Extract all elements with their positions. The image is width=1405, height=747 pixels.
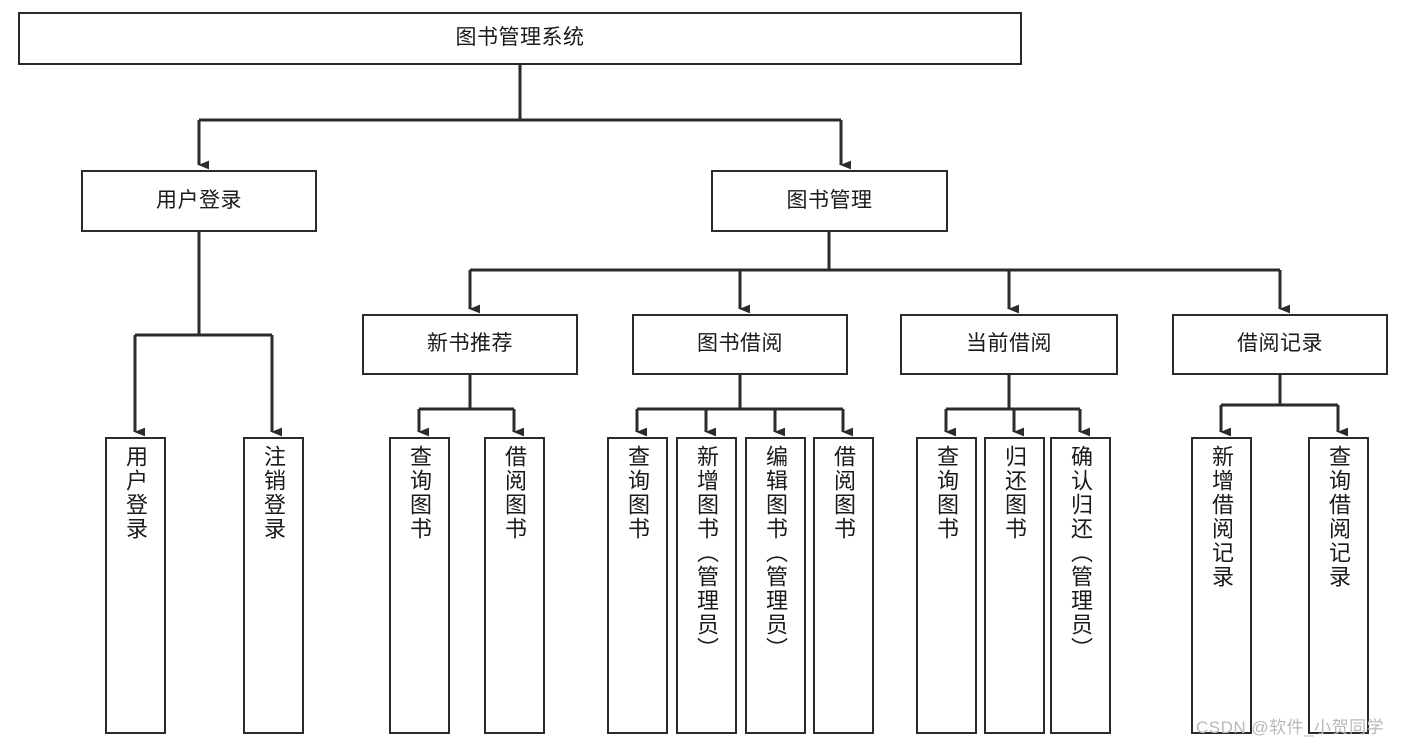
node-leaf-query-book-cur[interactable]: 查询图书 — [916, 437, 977, 734]
node-leaf-user-login-label: 用户登录 — [123, 445, 149, 541]
node-book-borrow-label: 图书借阅 — [697, 332, 783, 356]
node-leaf-borrow-book-label: 借阅图书 — [831, 445, 857, 541]
node-leaf-add-book-label: 新增图书（管理员） — [694, 445, 720, 661]
node-leaf-borrow-book-rec[interactable]: 借阅图书 — [484, 437, 545, 734]
node-leaf-edit-book-label: 编辑图书（管理员） — [763, 445, 789, 661]
node-root-label: 图书管理系统 — [455, 26, 585, 50]
node-leaf-query-record[interactable]: 查询借阅记录 — [1308, 437, 1369, 734]
node-leaf-user-logout-label: 注销登录 — [261, 445, 287, 541]
node-leaf-add-book[interactable]: 新增图书（管理员） — [676, 437, 737, 734]
node-new-book-rec-label: 新书推荐 — [427, 332, 513, 356]
node-user-login-label: 用户登录 — [156, 188, 242, 212]
node-current-borrow-label: 当前借阅 — [966, 332, 1052, 356]
node-leaf-query-book-borrow[interactable]: 查询图书 — [607, 437, 668, 734]
node-book-manage-label: 图书管理 — [786, 188, 873, 212]
node-root[interactable]: 图书管理系统 — [18, 12, 1022, 65]
node-new-book-rec[interactable]: 新书推荐 — [362, 314, 578, 375]
node-leaf-edit-book[interactable]: 编辑图书（管理员） — [745, 437, 806, 734]
node-leaf-query-book-rec[interactable]: 查询图书 — [389, 437, 450, 734]
node-user-login[interactable]: 用户登录 — [81, 170, 317, 232]
node-leaf-query-book-borrow-label: 查询图书 — [625, 445, 651, 541]
node-book-borrow[interactable]: 图书借阅 — [632, 314, 848, 375]
node-leaf-add-record[interactable]: 新增借阅记录 — [1191, 437, 1252, 734]
node-borrow-record[interactable]: 借阅记录 — [1172, 314, 1388, 375]
node-leaf-borrow-book[interactable]: 借阅图书 — [813, 437, 874, 734]
node-leaf-borrow-book-rec-label: 借阅图书 — [502, 445, 528, 541]
node-leaf-user-login[interactable]: 用户登录 — [105, 437, 166, 734]
node-leaf-query-book-cur-label: 查询图书 — [934, 445, 960, 541]
node-leaf-return-book-label: 归还图书 — [1002, 445, 1028, 541]
node-leaf-return-book[interactable]: 归还图书 — [984, 437, 1045, 734]
node-borrow-record-label: 借阅记录 — [1237, 332, 1323, 356]
node-leaf-query-book-rec-label: 查询图书 — [407, 445, 433, 541]
node-leaf-user-logout[interactable]: 注销登录 — [243, 437, 304, 734]
node-leaf-confirm-return-label: 确认归还（管理员） — [1068, 445, 1094, 661]
node-current-borrow[interactable]: 当前借阅 — [900, 314, 1118, 375]
node-leaf-query-record-label: 查询借阅记录 — [1326, 445, 1352, 589]
node-book-manage[interactable]: 图书管理 — [711, 170, 948, 232]
node-leaf-confirm-return[interactable]: 确认归还（管理员） — [1050, 437, 1111, 734]
node-leaf-add-record-label: 新增借阅记录 — [1209, 445, 1235, 589]
